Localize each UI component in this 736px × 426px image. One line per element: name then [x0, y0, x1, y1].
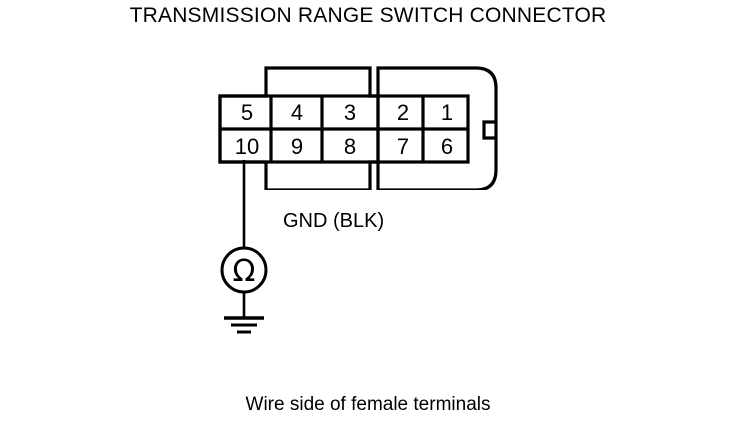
terminal-cell-6: 6 — [440, 134, 454, 159]
terminal-cell-7: 7 — [396, 134, 410, 159]
ground-wire-label: GND (BLK) — [283, 210, 385, 232]
figure-caption: Wire side of female terminals — [245, 394, 491, 415]
page-title: TRANSMISSION RANGE SWITCH CONNECTOR — [129, 4, 607, 27]
ohmmeter-svg: Ω — [220, 160, 268, 334]
ohm-symbol-text: Ω — [233, 254, 256, 289]
terminal-cell-9: 9 — [290, 134, 304, 159]
terminal-cell-3: 3 — [343, 100, 357, 125]
terminal-cell-5: 5 — [240, 100, 254, 125]
terminal-cell-4: 4 — [290, 100, 304, 125]
terminal-cell-8: 8 — [343, 134, 357, 159]
connector-outline-svg — [218, 66, 498, 190]
terminal-cell-2: 2 — [396, 100, 410, 125]
ohmmeter-assembly: Ω — [212, 160, 342, 360]
connector-drawing: 5 4 3 2 1 10 9 8 7 6 — [218, 66, 498, 190]
terminal-cell-10: 10 — [234, 134, 260, 159]
terminal-cell-1: 1 — [440, 100, 454, 125]
